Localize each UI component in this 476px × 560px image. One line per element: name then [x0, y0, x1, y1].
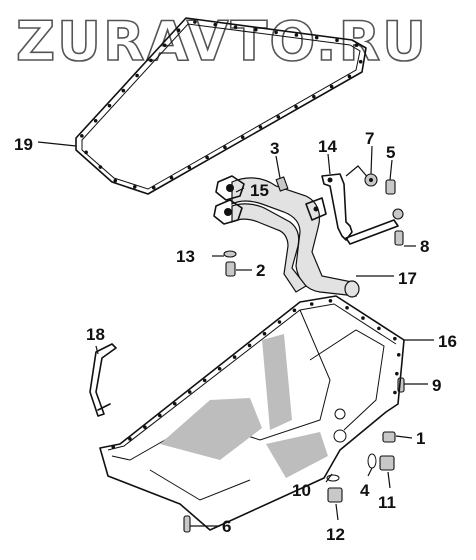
- bolt-hole: [202, 378, 207, 383]
- bolt-hole: [277, 320, 282, 324]
- bolt-hole: [309, 302, 314, 306]
- callout-17: 17: [398, 269, 417, 288]
- bolt-hole: [143, 425, 147, 429]
- callout-15: 15: [250, 181, 269, 200]
- bolt-hole: [205, 155, 209, 160]
- bolt-hole: [254, 28, 258, 32]
- bolt-hole: [314, 35, 319, 40]
- callout-13: 13: [176, 247, 195, 266]
- callout-2: 2: [256, 261, 265, 280]
- callout-18: 18: [86, 325, 105, 344]
- bolt-hole: [345, 305, 349, 310]
- bolt-hole: [169, 175, 174, 180]
- bolt-hole: [217, 366, 222, 371]
- callout-11: 11: [378, 493, 396, 512]
- leader-lines: [37, 141, 434, 527]
- bolt-hole: [393, 336, 397, 341]
- callout-4: 4: [360, 481, 370, 500]
- bolt-hole: [294, 33, 299, 37]
- bolt-hole: [128, 437, 132, 441]
- bolt-hole: [233, 25, 238, 30]
- oil-pickup-tube-part-17: [213, 175, 360, 298]
- bolt-hole: [274, 30, 278, 35]
- bolt-hole: [312, 94, 316, 99]
- bolt-hole: [294, 105, 298, 109]
- gasket-part-19: [75, 17, 367, 195]
- callout-labels: 19 3 14 7 5 15 8 13 2 17 18 16 9 1 10 4 …: [14, 129, 457, 544]
- callout-6: 6: [222, 517, 231, 536]
- oil-pan-part-16: [99, 295, 405, 531]
- bolt-hole: [358, 59, 363, 64]
- bolt-hole: [377, 326, 381, 331]
- bolt-hole: [328, 298, 333, 303]
- callout-5: 5: [386, 143, 395, 162]
- bolt-hole: [151, 185, 156, 190]
- bolt-hole: [329, 84, 334, 89]
- callout-16: 16: [438, 332, 457, 351]
- bolt-hole: [223, 145, 227, 150]
- bolt-hole: [172, 401, 177, 406]
- bolt-hole: [247, 343, 252, 348]
- bolt-hole: [187, 390, 192, 394]
- bolt-hole: [107, 103, 112, 108]
- support-bracket-part-14: [321, 165, 399, 245]
- bolt-hole: [276, 115, 281, 119]
- callout-12: 12: [326, 525, 345, 544]
- bolt-hole: [176, 28, 181, 33]
- bolt-hole: [292, 308, 297, 313]
- bolt-hole: [132, 185, 137, 189]
- bolt-hole: [393, 390, 397, 395]
- bolt-hole: [111, 445, 116, 449]
- bolt-hole: [149, 58, 153, 63]
- bolt-hole: [262, 331, 267, 336]
- callout-19: 19: [14, 135, 33, 154]
- bolt-hole: [335, 38, 339, 43]
- bolt-hole: [93, 118, 98, 123]
- fasteners: [183, 173, 405, 533]
- callout-7: 7: [365, 129, 374, 148]
- bolt-hole: [80, 134, 84, 138]
- callout-14: 14: [318, 137, 337, 156]
- bolt-hole: [213, 22, 218, 27]
- bolt-hole: [162, 43, 167, 48]
- callout-1: 1: [416, 429, 425, 448]
- callout-8: 8: [420, 237, 429, 256]
- bolt-hole: [395, 371, 399, 376]
- bolt-hole: [347, 74, 352, 79]
- bolt-hole: [193, 20, 197, 24]
- bolt-hole: [84, 150, 88, 155]
- bolt-hole: [187, 165, 192, 170]
- bolt-hole: [113, 178, 118, 183]
- bolt-hole: [361, 316, 365, 320]
- callout-9: 9: [432, 376, 441, 395]
- bolt-hole: [98, 165, 103, 169]
- bolt-hole: [121, 88, 126, 93]
- bolt-hole: [135, 73, 139, 78]
- dipstick-tube-part-18: [89, 343, 117, 417]
- bolt-hole: [396, 352, 401, 357]
- bolt-hole: [232, 355, 237, 359]
- bolt-hole: [158, 413, 162, 418]
- bolt-hole: [258, 125, 263, 129]
- watermark-text: ZURAVTO.RU: [16, 10, 428, 73]
- bolt-hole: [354, 43, 359, 48]
- bolt-hole: [240, 135, 245, 139]
- callout-3: 3: [270, 139, 279, 158]
- callout-10: 10: [292, 481, 311, 500]
